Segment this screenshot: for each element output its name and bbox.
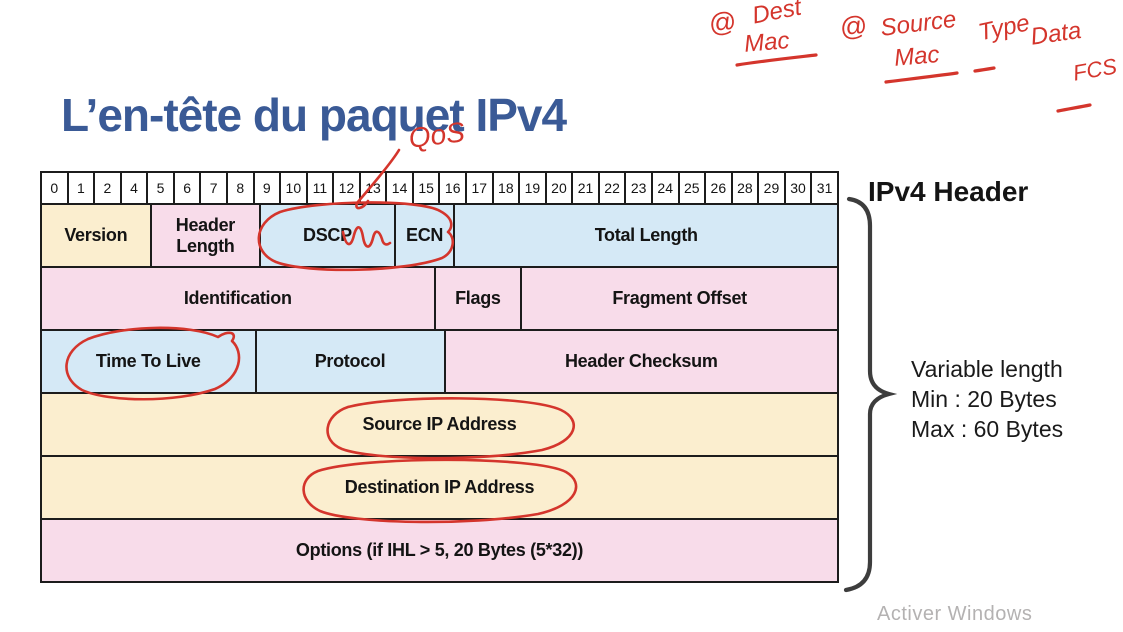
bit-label-cell: 23: [624, 173, 651, 203]
field-protocol: Protocol: [254, 331, 444, 392]
header-row: Options (if IHL > 5, 20 Bytes (5*32)): [42, 518, 837, 581]
field-destination-ip-address: Destination IP Address: [42, 457, 837, 518]
bit-label-cell: 4: [119, 173, 147, 203]
bit-label-cell: 6: [172, 173, 200, 203]
bit-label-cell: 5: [146, 173, 173, 203]
bit-label-cell: 14: [385, 173, 412, 203]
field-header-checksum: Header Checksum: [443, 331, 837, 392]
type-underline: [973, 66, 996, 73]
length-note-line: Max : 60 Bytes: [911, 416, 1064, 442]
field-total-length: Total Length: [453, 205, 837, 266]
bit-label-cell: 19: [518, 173, 545, 203]
field-ecn: ECN: [393, 205, 454, 266]
handwriting-source-word: Source: [879, 5, 958, 42]
handwriting-dest-mac: Mac: [743, 27, 791, 58]
field-source-ip-address: Source IP Address: [42, 394, 837, 455]
bit-label-cell: 28: [730, 173, 758, 203]
bit-label-cell: 7: [199, 173, 226, 203]
handwriting-fcs-label: FCS: [1071, 53, 1119, 86]
fcs-underline: [1056, 103, 1092, 113]
bit-label-cell: 25: [677, 173, 705, 203]
bit-label-cell: 12: [332, 173, 359, 203]
bit-label-cell: 9: [252, 173, 280, 203]
field-options-if-ihl-5-20-bytes-5-32: Options (if IHL > 5, 20 Bytes (5*32)): [42, 520, 837, 581]
handwriting-data-label: Data: [1029, 16, 1083, 51]
field-version: Version: [42, 205, 150, 266]
bit-label-cell: 13: [358, 173, 386, 203]
bit-label-cell: 15: [411, 173, 439, 203]
diagram-side-title: IPv4 Header: [868, 176, 1029, 207]
bit-label-cell: 30: [783, 173, 811, 203]
bit-label-cell: 8: [225, 173, 253, 203]
field-time-to-live: Time To Live: [42, 331, 255, 392]
field-fragment-offset: Fragment Offset: [520, 268, 837, 329]
length-notes: Variable length Min : 20 Bytes Max : 60 …: [911, 354, 1063, 444]
bit-label-cell: 10: [279, 173, 306, 203]
handwriting-dest-word: Dest: [750, 0, 804, 30]
bit-label-cell: 1: [66, 173, 94, 203]
bit-label-cell: 18: [491, 173, 519, 203]
handwriting-dest-at: @: [707, 6, 738, 39]
field-dscp: DSCP: [259, 205, 394, 266]
bit-label-cell: 20: [544, 173, 572, 203]
handwriting-source-at: @: [838, 10, 869, 43]
bit-label-cell: 31: [810, 173, 837, 203]
bit-label-cell: 17: [465, 173, 492, 203]
length-note-line: Min : 20 Bytes: [911, 386, 1057, 412]
curly-brace: [843, 196, 898, 593]
activate-windows-watermark: Activer Windows: [877, 603, 1033, 625]
bit-label-cell: 26: [704, 173, 731, 203]
bit-label-cell: 24: [650, 173, 678, 203]
header-row: Destination IP Address: [42, 455, 837, 518]
field-identification: Identification: [42, 268, 434, 329]
header-row: Source IP Address: [42, 392, 837, 455]
length-note-line: Variable length: [911, 356, 1063, 382]
bit-label-cell: 29: [757, 173, 784, 203]
bit-label-cell: 21: [571, 173, 598, 203]
handwriting-qos-label: QoS: [407, 116, 467, 154]
page-title: L’en-tête du paquet IPv4: [61, 88, 567, 141]
bit-label-cell: 22: [597, 173, 625, 203]
bit-label-cell: 0: [42, 173, 67, 203]
handwriting-source-mac: Mac: [893, 41, 941, 72]
handwriting-type-label: Type: [976, 9, 1033, 47]
field-header-length: Header Length: [149, 205, 260, 266]
bit-label-cell: 11: [305, 173, 333, 203]
bit-label-cell: 16: [438, 173, 465, 203]
source-mac-underline: [884, 71, 959, 84]
field-flags: Flags: [433, 268, 521, 329]
bit-label-cell: 2: [93, 173, 120, 203]
